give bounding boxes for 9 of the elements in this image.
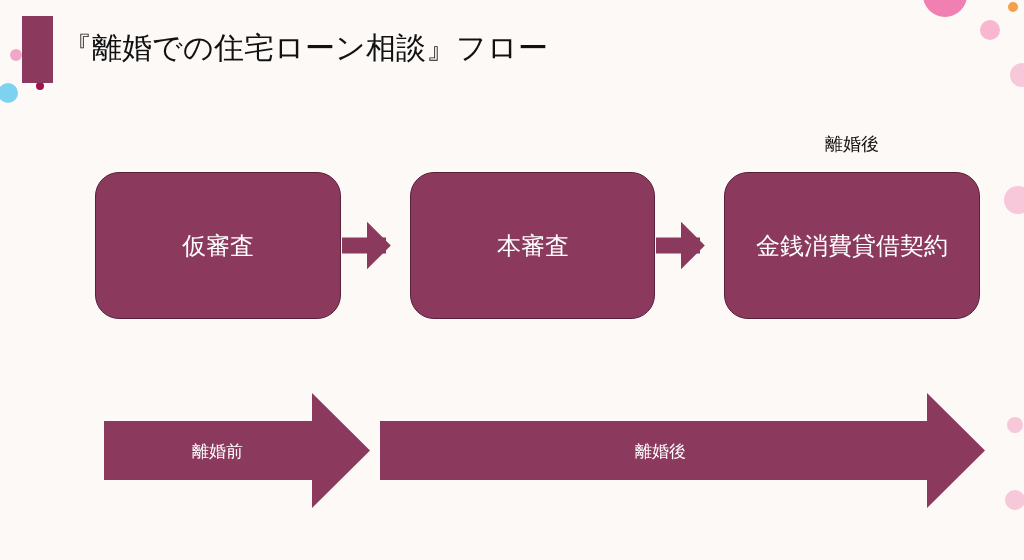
phase-arrow: 離婚前 [104, 393, 370, 508]
process-box: 金銭消費貸借契約 [724, 172, 980, 319]
process-box: 本審査 [410, 172, 655, 319]
caption-text: 離婚後 [824, 132, 880, 156]
phase-arrow: 離婚後 [380, 393, 985, 508]
arrow [656, 221, 705, 270]
process-box: 仮審査 [95, 172, 341, 319]
arrow [342, 221, 391, 270]
title: 『離婚での住宅ローン相談』フロー [62, 29, 548, 67]
